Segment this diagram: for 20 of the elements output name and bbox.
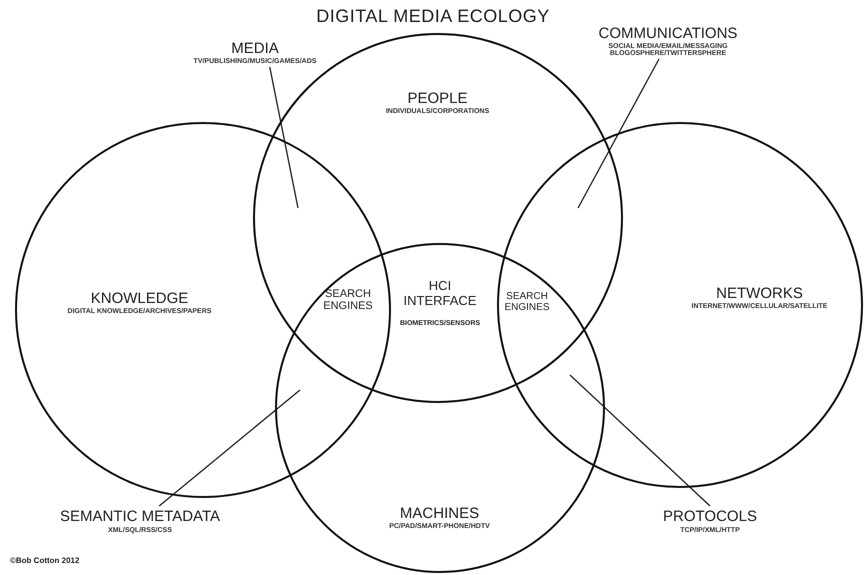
circle-title: NETWORKS <box>716 284 803 302</box>
diagram-title: DIGITAL MEDIA ECOLOGY <box>316 6 550 27</box>
callout-title: MEDIA <box>231 40 279 57</box>
leader-line <box>577 58 660 208</box>
venn-circle <box>275 243 605 573</box>
leader-line <box>158 390 300 506</box>
callout-title: SEMANTIC METADATA <box>60 508 220 525</box>
circle-title: MACHINES <box>400 504 480 522</box>
region-label: HCI INTERFACE <box>402 278 478 308</box>
callout-title: COMMUNICATIONS <box>598 25 738 42</box>
leader-line <box>269 66 299 208</box>
circle-title: KNOWLEDGE <box>90 290 188 306</box>
venn-circle <box>497 122 863 488</box>
region-label: SEARCH ENGINES <box>503 291 550 313</box>
circle-title: PEOPLE <box>407 90 468 106</box>
callout-title: PROTOCOLS <box>663 508 757 525</box>
venn-circle <box>15 122 391 498</box>
copyright-note: ©Bob Cotton 2012 <box>10 556 80 565</box>
leader-line <box>570 374 710 506</box>
region-label: SEARCH ENGINES <box>322 288 374 312</box>
